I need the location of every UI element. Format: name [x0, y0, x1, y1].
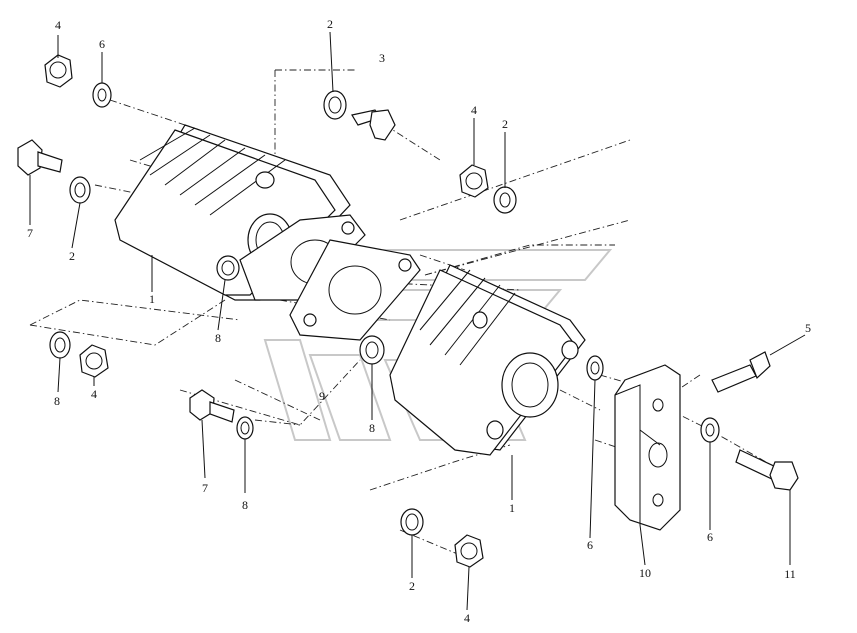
washer-top [323, 90, 347, 120]
nut-bottom [454, 534, 484, 568]
callout-labels: 4 6 2 3 4 2 7 2 1 8 8 4 9 8 7 8 1 5 6 6 … [27, 17, 811, 625]
callout-c7: 7 [27, 226, 33, 240]
callout-c16: 8 [242, 498, 248, 512]
callout-c24: 4 [464, 611, 470, 625]
nut-left [79, 344, 109, 378]
washer-top-left [92, 82, 112, 108]
bolt-bottom-left [189, 389, 235, 423]
bolt-far-right [735, 449, 799, 491]
callout-c11: 8 [54, 394, 60, 408]
callout-c23: 2 [409, 579, 415, 593]
gasket-middle [289, 239, 421, 341]
leader-lines [29, 31, 806, 611]
callout-c8: 2 [69, 249, 75, 263]
washer-left [49, 331, 71, 359]
bolt-right [711, 351, 771, 393]
washer-spacer-left [69, 176, 91, 204]
washer-bottom [400, 508, 424, 536]
callout-c15: 7 [202, 481, 208, 495]
washer-far-right [700, 417, 720, 443]
callout-c14: 8 [369, 421, 375, 435]
callout-c18: 5 [805, 321, 811, 335]
washer-upper-middle [493, 186, 517, 214]
plate-stack-right [389, 264, 586, 456]
callout-c9: 1 [149, 292, 155, 306]
callout-c10: 8 [215, 331, 221, 345]
callout-c1: 4 [55, 18, 61, 32]
callout-c12: 4 [91, 387, 97, 401]
end-plate [614, 364, 681, 531]
washer-bottom-left [236, 416, 254, 440]
callout-c6: 2 [502, 117, 508, 131]
nut-upper-middle [459, 164, 489, 198]
callout-c5: 4 [471, 103, 477, 117]
callout-c20: 6 [707, 530, 713, 544]
callout-c4: 3 [379, 51, 385, 65]
callout-c17: 1 [509, 501, 515, 515]
washer-middle [359, 335, 385, 365]
plate-stack-left [114, 124, 366, 301]
nut-top-left [44, 54, 73, 88]
callout-c21: 10 [639, 566, 651, 580]
callout-c22: 11 [784, 567, 796, 581]
bolt-left [17, 139, 63, 176]
washer-right [586, 355, 604, 381]
callout-c19: 6 [587, 538, 593, 552]
callout-c2: 6 [99, 37, 105, 51]
bolt-top [351, 109, 396, 141]
callout-c3: 2 [327, 17, 333, 31]
callout-c13: 9 [319, 389, 325, 403]
